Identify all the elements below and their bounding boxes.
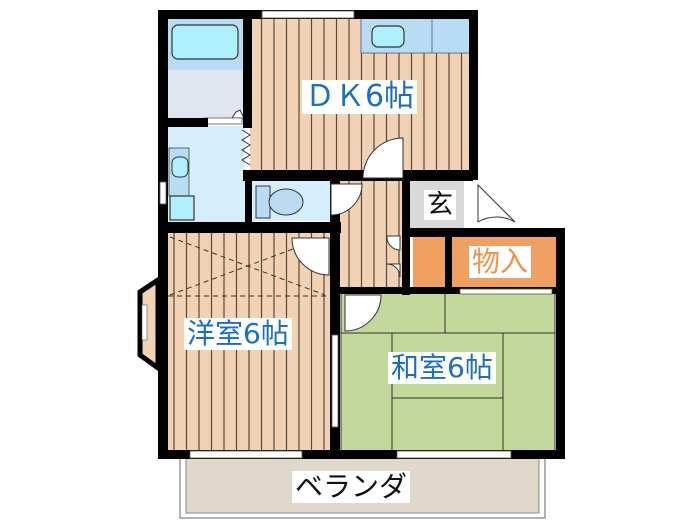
closet-small xyxy=(413,236,445,288)
washing-machine-icon xyxy=(169,195,195,221)
toilet-icon xyxy=(268,188,304,216)
room-label-genkan: 玄 xyxy=(424,190,457,220)
doors xyxy=(291,137,516,332)
bathtub-icon xyxy=(171,24,239,60)
windows xyxy=(159,10,553,459)
room-label-dk: ＤＫ6帖 xyxy=(302,80,418,114)
washroom xyxy=(167,126,251,224)
room-label-washitsu: 和室6帖 xyxy=(388,352,496,384)
room-label-veranda: ベランダ xyxy=(292,471,411,503)
sink-icon xyxy=(371,25,405,48)
kitchen-counter xyxy=(360,17,471,54)
bathroom xyxy=(167,18,245,125)
room-label-monoire: 物入 xyxy=(469,246,532,278)
room-label-yoshitsu: 洋室6帖 xyxy=(184,318,292,350)
toilet xyxy=(252,181,330,221)
bay-window xyxy=(137,275,161,373)
